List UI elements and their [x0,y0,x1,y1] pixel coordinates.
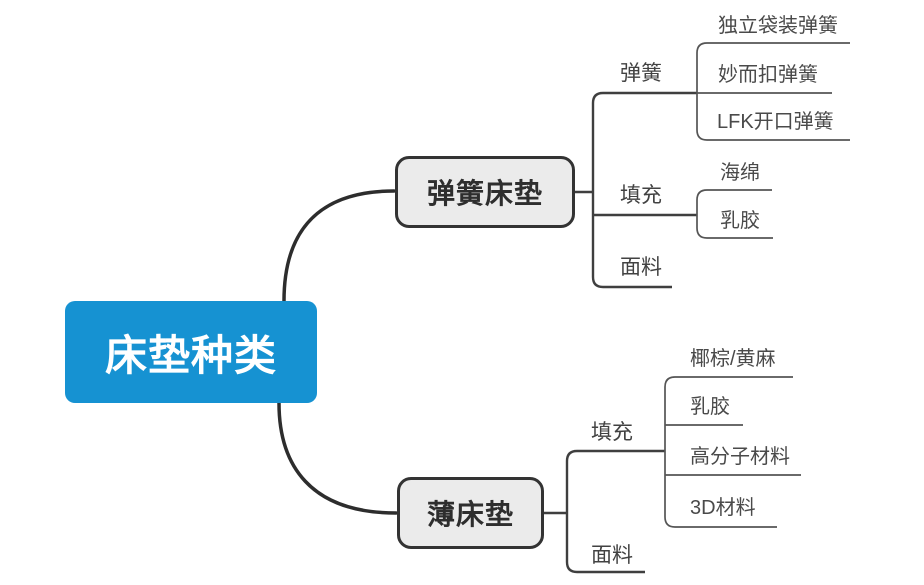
topic-spring-mattress[interactable]: 弹簧床垫 [395,156,575,228]
subtopic-filling-2[interactable]: 填充 [591,421,633,444]
leaf-3d-material[interactable]: 3D材料 [690,497,756,519]
curve-root-to-spring-mattress [282,189,396,303]
leaf-latex-2[interactable]: 乳胶 [690,396,730,418]
trunk-spring-mattress [591,91,697,289]
curve-root-to-thin-mattress [277,401,398,515]
subtopic-fabric-2[interactable]: 面料 [591,544,633,567]
leaf-polymer-material[interactable]: 高分子材料 [690,446,790,468]
trunk-filling-1-children [696,189,773,239]
subtopic-spring[interactable]: 弹簧 [620,62,662,85]
leaf-miracle-coil-spring[interactable]: 妙而扣弹簧 [718,64,818,86]
trunk-thin-mattress [565,449,665,574]
leaf-pocket-spring[interactable]: 独立袋装弹簧 [718,15,838,37]
root-topic-mattress-types[interactable]: 床垫种类 [65,301,317,403]
subtopic-fabric-1[interactable]: 面料 [620,256,662,279]
trunk-spring-children [696,42,850,141]
leaf-lfk-open-spring[interactable]: LFK开口弹簧 [717,111,834,133]
leaf-latex-1[interactable]: 乳胶 [720,210,760,232]
subtopic-filling-1[interactable]: 填充 [620,184,662,207]
leaf-sponge[interactable]: 海绵 [720,162,760,184]
leaf-coir-jute[interactable]: 椰棕/黄麻 [690,348,776,370]
topic-thin-mattress[interactable]: 薄床垫 [397,477,544,549]
trunk-filling-2-children [664,376,793,528]
